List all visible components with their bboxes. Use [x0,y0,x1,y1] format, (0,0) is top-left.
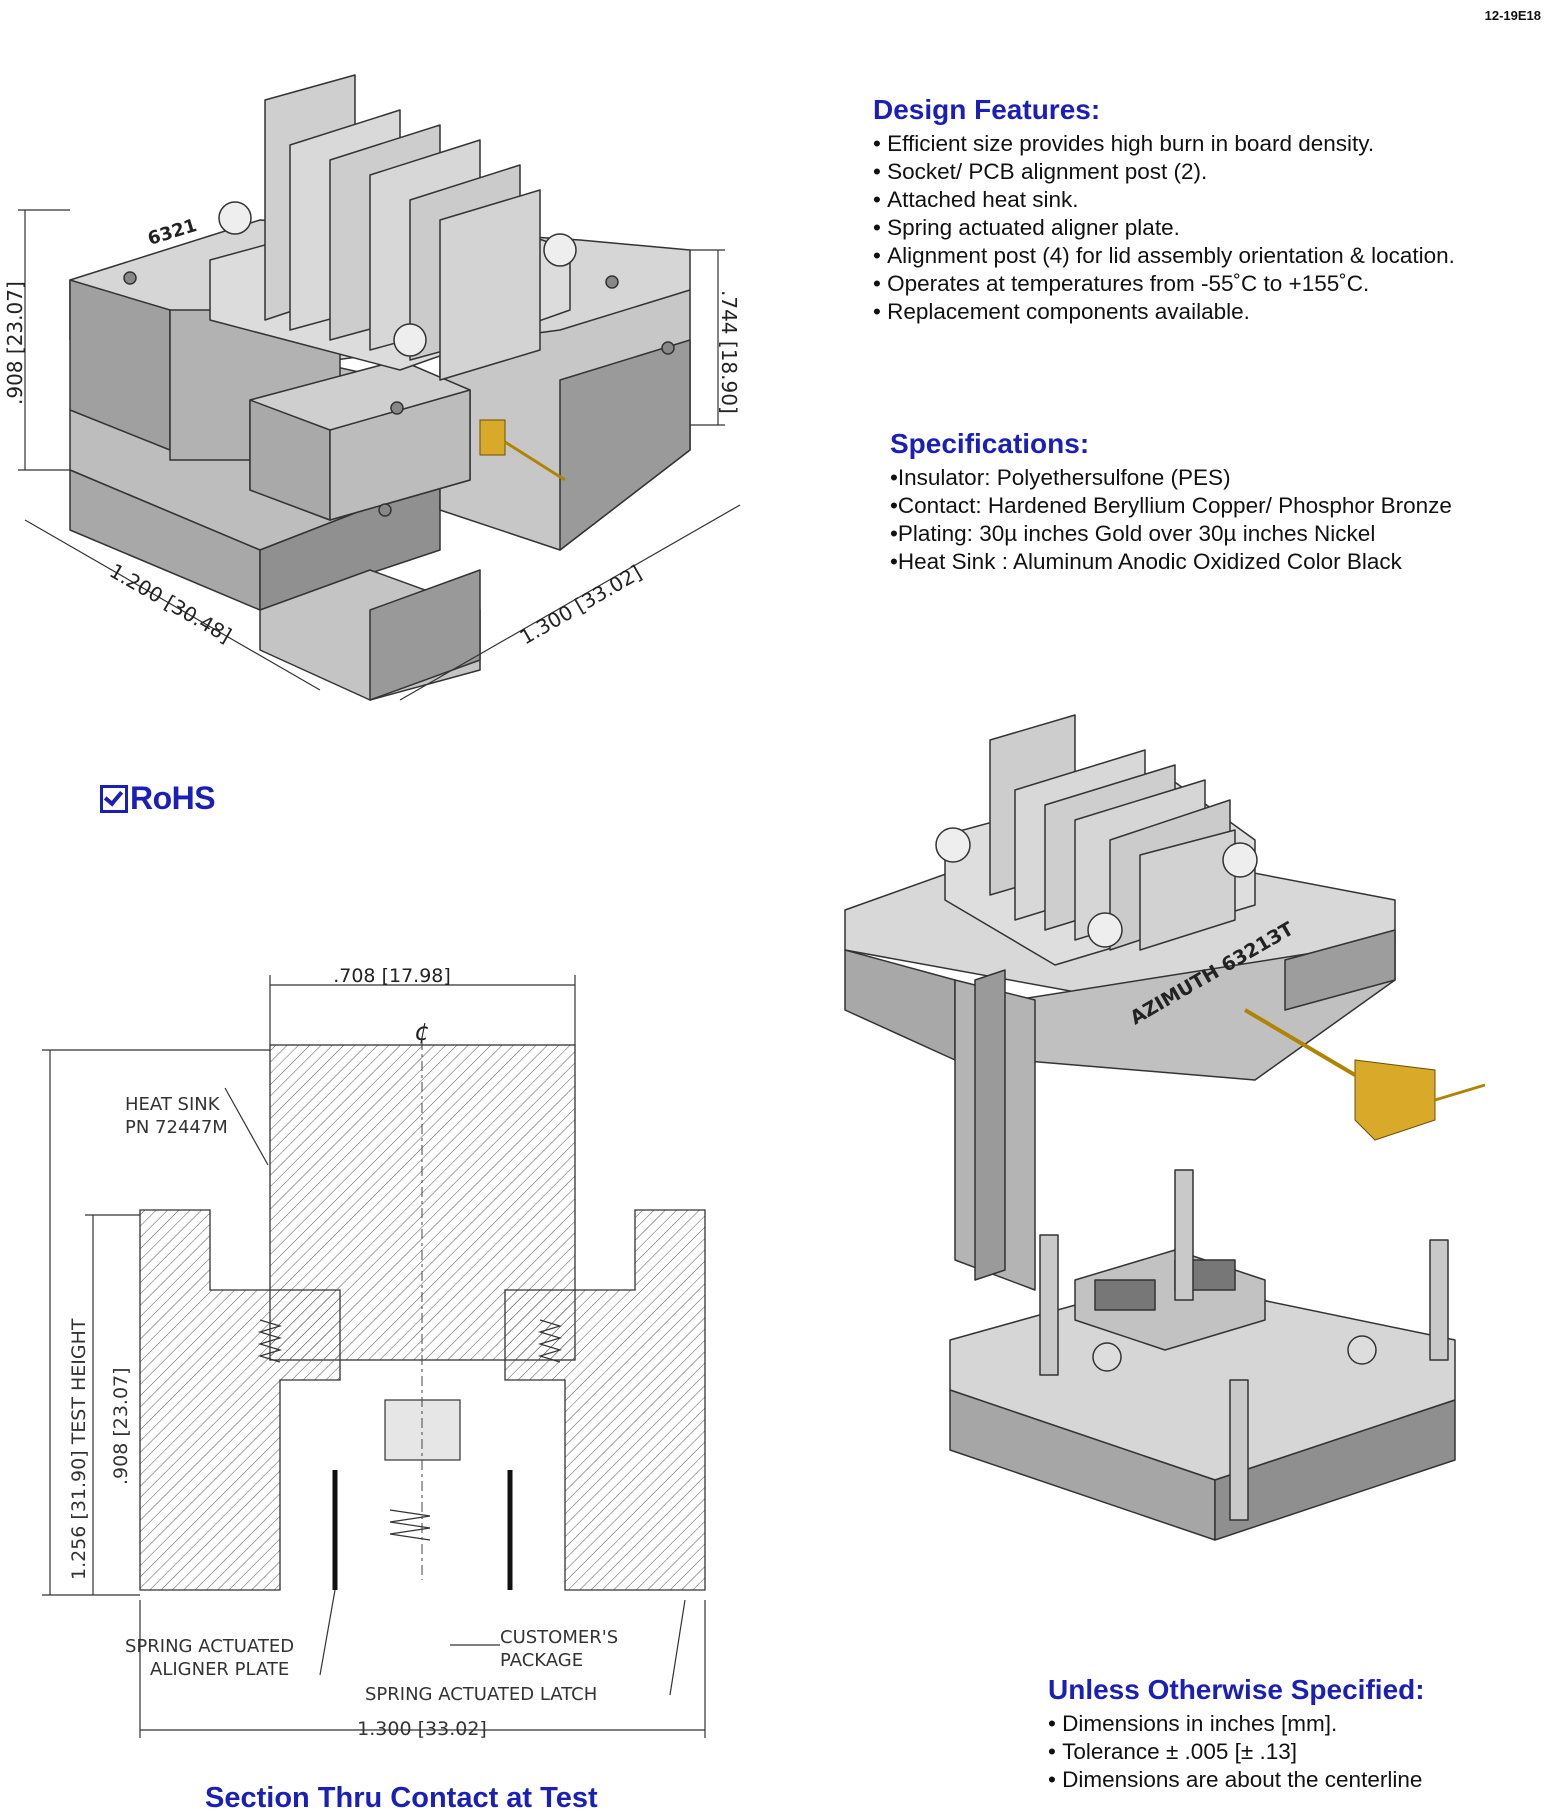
heat-sink-part-number: PN 72447M [125,1117,228,1138]
list-item: Plating: 30µ inches Gold over 30µ inches… [890,520,1530,548]
design-features-section: Design Features: Efficient size provides… [873,94,1533,326]
list-item: Contact: Hardened Beryllium Copper/ Phos… [890,492,1530,520]
design-features-heading: Design Features: [873,94,1101,125]
dimension-right: .744 [18.90] [717,290,741,414]
list-item: Insulator: Polyethersulfone (PES) [890,464,1530,492]
list-item: Alignment post (4) for lid assembly orie… [873,242,1533,270]
specifications-heading: Specifications: [890,428,1090,459]
list-item: Socket/ PCB alignment post (2). [873,158,1533,186]
design-features-list: Efficient size provides high burn in boa… [873,130,1533,326]
centerline-symbol: ¢ [414,1018,429,1046]
rohs-label: RoHS [130,780,216,816]
section-drawing: .708 [17.98] ¢ HEAT SINK PN 72447M 1.256… [42,965,706,1740]
dimension-height: .908 [23.07] [3,281,27,405]
customer-package-label: CUSTOMER'S [500,1627,618,1648]
list-item: Efficient size provides high burn in boa… [873,130,1533,158]
specifications-section: Specifications: Insulator: Polyethersulf… [890,428,1530,576]
specifications-list: Insulator: Polyethersulfone (PES) Contac… [890,464,1530,576]
list-item: Heat Sink : Aluminum Anodic Oxidized Col… [890,548,1530,576]
section-caption: Section Thru Contact at Test [205,1782,598,1814]
test-height-dimension: 1.256 [31.90] TEST HEIGHT [68,1318,90,1580]
unless-specified-list: Dimensions in inches [mm]. Tolerance ± .… [1048,1710,1538,1794]
checkbox-icon [100,784,128,813]
list-item: Replacement components available. [873,298,1533,326]
unless-specified-section: Unless Otherwise Specified: Dimensions i… [1048,1674,1538,1794]
exploded-view-drawing: AZIMUTH 6321ЗT [844,714,1486,1541]
top-dimension: .708 [17.98] [333,965,451,987]
heat-sink-label: HEAT SINK [125,1094,221,1115]
list-item: Attached heat sink. [873,186,1533,214]
list-item: Spring actuated aligner plate. [873,214,1533,242]
latch-label: SPRING ACTUATED LATCH [365,1684,597,1705]
unless-specified-heading: Unless Otherwise Specified: [1048,1674,1425,1705]
document-id: 12-19E18 [1484,8,1541,23]
rohs-badge: RoHS [100,780,216,817]
aligner-plate-label: SPRING ACTUATED [125,1636,294,1657]
customer-package-label-2: PACKAGE [500,1650,583,1671]
bottom-dimension: 1.300 [33.02] [357,1718,487,1740]
dimension-depth: 1.300 [33.02] [516,560,646,649]
list-item: Dimensions are about the centerline [1048,1766,1538,1794]
list-item: Operates at temperatures from -55˚C to +… [873,270,1533,298]
aligner-plate-label-2: ALIGNER PLATE [150,1659,289,1680]
inner-height-dimension: .908 [23.07] [110,1367,132,1485]
list-item: Dimensions in inches [mm]. [1048,1710,1538,1738]
list-item: Tolerance ± .005 [± .13] [1048,1738,1538,1766]
isometric-socket-drawing: 6321 .908 [23.07] .744 [18.90] 1.200 [30… [3,74,741,701]
